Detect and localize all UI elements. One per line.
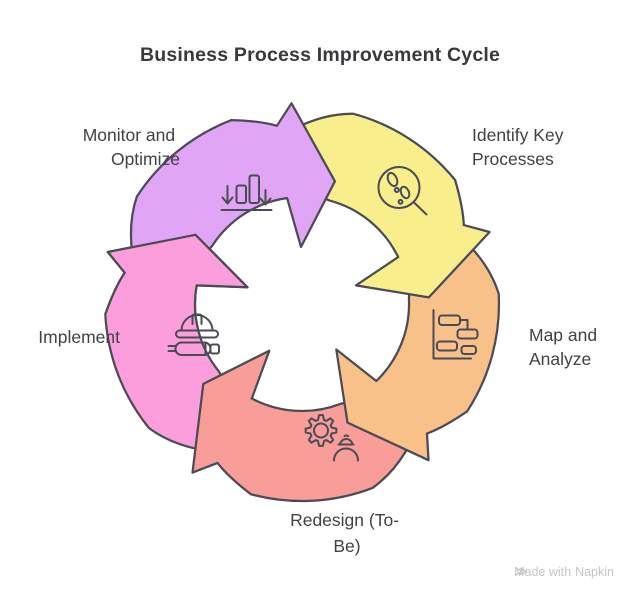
- segment-label-map: Map and Analyze: [529, 325, 602, 369]
- napkin-logo-icon: [515, 567, 528, 576]
- hardhat-blueprint-icon: [167, 313, 220, 356]
- segment-arrowhead-outline-implement: [104, 233, 249, 315]
- segment-label-identify: Identify Key Processes: [472, 125, 568, 169]
- made-with-napkin-link[interactable]: Made with Napkin: [514, 565, 614, 579]
- segment-label-redesign: Redesign (To- Be): [290, 510, 404, 556]
- magnifier-footprints-icon: [377, 166, 428, 216]
- bar-chart-arrows-icon: [220, 174, 273, 211]
- segment-arrowhead-implement: [105, 234, 248, 315]
- watermark-brand: Napkin: [575, 565, 614, 579]
- segment-arrow-map: [335, 221, 501, 462]
- cycle-arrows: [104, 102, 501, 503]
- gear-worker-icon: [304, 414, 359, 462]
- watermark-prefix: Made with: [514, 565, 572, 579]
- segment-label-monitor: Monitor and Optimize: [83, 125, 180, 169]
- page-title: Business Process Improvement Cycle: [139, 44, 501, 66]
- segment-label-implement: Implement: [38, 327, 120, 347]
- flowchart-blocks-icon: [432, 309, 479, 360]
- segment-arrow-redesign: [191, 349, 425, 503]
